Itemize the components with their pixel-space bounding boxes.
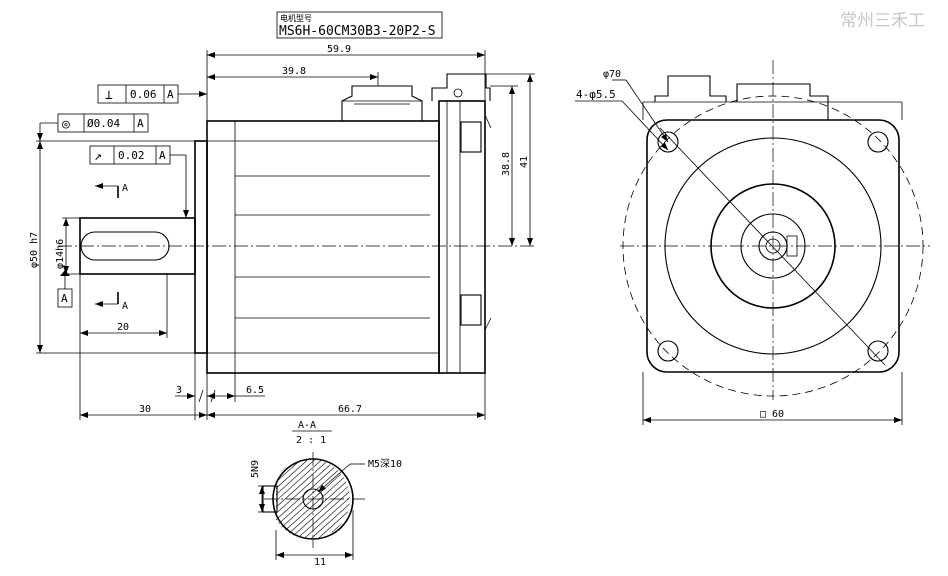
svg-text:0.02: 0.02 [118, 149, 145, 162]
tolerance-runout: ↗ 0.02 A [89, 145, 189, 218]
model-number: MS6H-60CM30B3-20P2-S [279, 24, 436, 39]
tolerance-perpendicularity: ⊥ 0.06 A [97, 84, 207, 104]
svg-text:⊥: ⊥ [105, 88, 113, 103]
svg-text:Ø0.04: Ø0.04 [87, 117, 120, 130]
side-view: A A A ⊥ 0.06 A ◎ Ø0.04 A [29, 44, 535, 420]
dim-20: 20 [117, 322, 129, 333]
section-mark-top: A [122, 183, 128, 194]
dim-phi50: φ50 h7 [29, 232, 40, 268]
dim-41: 41 [519, 156, 530, 168]
dim-thread: M5深10 [368, 458, 402, 470]
dim-key-width: 5N9 [250, 460, 261, 478]
dim-6-5: 6.5 [246, 385, 264, 396]
svg-text:0.06: 0.06 [130, 88, 157, 101]
dim-square-60: □ 60 [760, 409, 784, 420]
section-scale: 2 : 1 [296, 435, 326, 446]
dim-66-7: 66.7 [338, 404, 362, 415]
dim-depth-11: 11 [314, 557, 326, 568]
section-title: A-A [298, 420, 316, 431]
section-mark-bottom: A [122, 301, 128, 312]
svg-text:A: A [167, 88, 174, 101]
svg-text:A: A [159, 149, 166, 162]
dim-holes: 4-φ5.5 [576, 88, 616, 101]
front-view: φ70 4-φ5.5 □ 60 [575, 60, 930, 425]
datum-a-label: A [61, 292, 68, 305]
dim-30: 30 [139, 404, 151, 415]
tolerance-concentricity: ◎ Ø0.04 A [37, 113, 149, 141]
svg-text:↗: ↗ [94, 149, 102, 164]
section-a-a: A-A 2 : 1 5N9 M5深10 11 [250, 420, 402, 568]
dim-38-8: 38.8 [501, 152, 512, 176]
dim-phi70: φ70 [603, 69, 621, 80]
dim-39-8: 39.8 [282, 66, 306, 77]
dim-phi14: φ14h6 [55, 239, 66, 269]
title-block: 电机型号 MS6H-60CM30B3-20P2-S [276, 11, 443, 39]
watermark: 常州三禾工 [840, 11, 925, 31]
svg-text:◎: ◎ [62, 117, 70, 132]
svg-text:A: A [137, 117, 144, 130]
dim-59-9: 59.9 [327, 44, 351, 55]
dim-3: 3 [176, 385, 182, 396]
model-caption: 电机型号 [280, 13, 312, 23]
